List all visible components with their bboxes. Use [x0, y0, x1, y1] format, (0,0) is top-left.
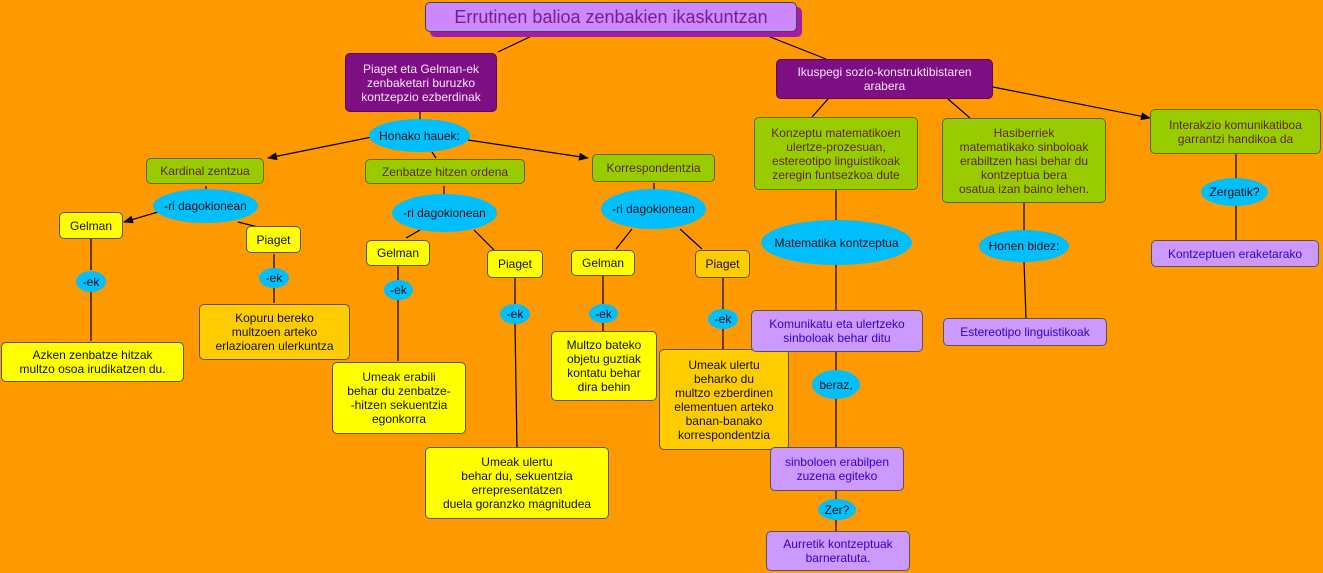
- piaget-gelman-concept[interactable]: Piaget eta Gelman-ek zenbaketari buruzko…: [345, 53, 497, 112]
- aurretik-kontzeptuak-node[interactable]: Aurretik kontzeptuak barneratuta.: [766, 531, 910, 571]
- kontzeptuen-eraketarako-node[interactable]: Kontzeptuen eraketarako: [1151, 240, 1319, 267]
- korrespondentzia-dagokionean-link[interactable]: -ri dagokionean: [601, 189, 706, 229]
- kardinal-zentzua-node[interactable]: Kardinal zentzua: [146, 158, 264, 184]
- korrespondentzia-piaget-ek-link[interactable]: -ek: [708, 309, 738, 329]
- korrespondentzia-gelman-node[interactable]: Gelman: [571, 250, 635, 276]
- ordena-gelman-ek-link[interactable]: -ek: [384, 280, 413, 300]
- kardinal-piaget-text[interactable]: Kopuru bereko multzoen arteko erlazioare…: [199, 304, 350, 360]
- kardinal-piaget-ek-link[interactable]: -ek: [259, 268, 289, 288]
- ordena-piaget-text[interactable]: Umeak ulertu behar du, sekuentzia errepr…: [425, 447, 609, 519]
- hasiberriek-node[interactable]: Hasiberriek matematikako sinboloak erabi…: [942, 118, 1106, 203]
- interakzio-komunikatiboa-node[interactable]: Interakzio komunikatiboa garrantzi handi…: [1150, 109, 1321, 154]
- kardinal-piaget-node[interactable]: Piaget: [246, 226, 301, 253]
- honako-hauek-link[interactable]: Honako hauek:: [369, 119, 470, 152]
- matematika-kontzeptua-link[interactable]: Matematika kontzeptua: [761, 220, 912, 265]
- ordena-gelman-text[interactable]: Umeak erabili behar du zenbatze- -hitzen…: [332, 362, 466, 434]
- ordena-gelman-node[interactable]: Gelman: [366, 240, 430, 266]
- ordena-piaget-ek-link[interactable]: -ek: [500, 304, 530, 324]
- korrespondentzia-gelman-ek-link[interactable]: -ek: [589, 304, 618, 323]
- ordena-dagokionean-link[interactable]: -ri dagokionean: [392, 194, 497, 232]
- zer-link[interactable]: Zer?: [818, 499, 856, 520]
- zenbatze-hitzen-ordena-node[interactable]: Zenbatze hitzen ordena: [365, 159, 525, 184]
- estereotipo-linguistikoak-node[interactable]: Estereotipo linguistikoak: [943, 318, 1107, 346]
- korrespondentzia-node[interactable]: Korrespondentzia: [592, 154, 715, 182]
- korrespondentzia-piaget-node[interactable]: Piaget: [695, 250, 750, 278]
- ordena-piaget-node[interactable]: Piaget: [487, 250, 543, 278]
- beraz-link[interactable]: beraz,: [812, 370, 860, 399]
- sinboloen-erabilpen-node[interactable]: sinboloen erabilpen zuzena egiteko: [770, 447, 904, 491]
- kardinal-gelman-node[interactable]: Gelman: [59, 212, 123, 239]
- kardinal-gelman-text[interactable]: Azken zenbatze hitzak multzo osoa irudik…: [1, 342, 184, 382]
- map-title[interactable]: Errutinen balioa zenbakien ikaskuntzan: [425, 2, 797, 32]
- honen-bidez-link[interactable]: Honen bidez:: [979, 230, 1069, 262]
- sozio-konstruktibista-node[interactable]: Ikuspegi sozio-konstruktibistaren araber…: [776, 59, 993, 99]
- komunikatu-ulertzeko-node[interactable]: Komunikatu eta ulertzeko sinboloak behar…: [751, 310, 923, 352]
- korrespondentzia-gelman-text[interactable]: Multzo bateko objetu guztiak kontatu beh…: [551, 331, 657, 401]
- kardinal-dagokionean-link[interactable]: -ri dagokionean: [153, 189, 258, 223]
- korrespondentzia-piaget-text[interactable]: Umeak ulertu beharko du multzo ezberdine…: [659, 349, 789, 450]
- kontzeptu-matematikoen-node[interactable]: Konzeptu matematikoen ulertze-prozesuan,…: [754, 117, 918, 190]
- kardinal-gelman-ek-link[interactable]: -ek: [76, 271, 106, 292]
- zergatik-link[interactable]: Zergatik?: [1201, 178, 1268, 206]
